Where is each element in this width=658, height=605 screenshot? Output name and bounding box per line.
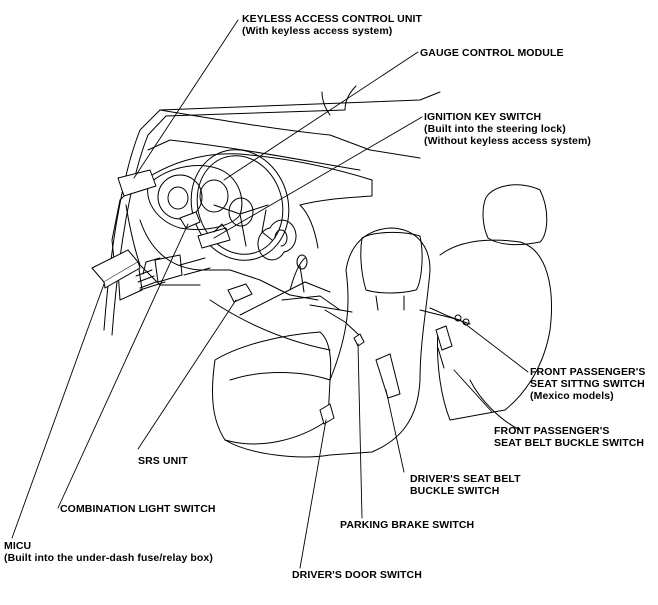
ignition-line3: (Without keyless access system)	[424, 135, 591, 147]
driver-buckle-shape	[375, 353, 401, 399]
passenger-buckle-shape	[435, 325, 453, 351]
label-passenger-seat-belt-buckle-switch: FRONT PASSENGER'S SEAT BELT BUCKLE SWITC…	[494, 425, 644, 449]
label-combination-light-switch: COMBINATION LIGHT SWITCH	[60, 503, 216, 515]
steering-wheel	[190, 149, 290, 261]
ignition-line2: (Built into the steering lock)	[424, 123, 566, 135]
driver-buckle-line1: DRIVER'S SEAT BELT	[410, 473, 521, 485]
passenger-sitting-line1: FRONT PASSENGER'S	[530, 366, 646, 378]
center-console-floor	[209, 254, 353, 351]
driver-buckle-line2: BUCKLE SWITCH	[410, 485, 500, 497]
keyless-line2: (With keyless access system)	[242, 25, 393, 37]
gauge-line1: GAUGE CONTROL MODULE	[420, 47, 564, 59]
combination-line1: COMBINATION LIGHT SWITCH	[60, 503, 216, 515]
keyless-line1: KEYLESS ACCESS CONTROL UNIT	[242, 13, 423, 25]
srs-line1: SRS UNIT	[138, 455, 188, 467]
passenger-buckle-line1: FRONT PASSENGER'S	[494, 425, 610, 437]
passenger-sitting-line3: (Mexico models)	[530, 390, 614, 402]
parking-switch-shape	[353, 333, 365, 347]
passenger-seat	[419, 184, 552, 431]
passenger-buckle-line2: SEAT BELT BUCKLE SWITCH	[494, 437, 645, 449]
passenger-sitting-line2: SEAT SITTNG SWITCH	[530, 378, 645, 390]
srs-unit-box	[227, 283, 253, 303]
driver-seat	[211, 227, 431, 458]
windshield-frame	[103, 85, 441, 336]
label-srs-unit: SRS UNIT	[138, 455, 188, 467]
label-gauge-control-module: GAUGE CONTROL MODULE	[420, 47, 564, 59]
label-parking-brake-switch: PARKING BRAKE SWITCH	[340, 519, 474, 531]
label-drivers-door-switch: DRIVER'S DOOR SWITCH	[292, 569, 422, 581]
micu-line2: (Built into the under-dash fuse/relay bo…	[4, 552, 213, 564]
parking-line1: PARKING BRAKE SWITCH	[340, 519, 475, 531]
label-keyless-access-control-unit: KEYLESS ACCESS CONTROL UNIT (With keyles…	[242, 13, 422, 37]
door-line1: DRIVER'S DOOR SWITCH	[292, 569, 422, 581]
label-ignition-key-switch: IGNITION KEY SWITCH (Built into the stee…	[424, 111, 591, 147]
micu-line1: MICU	[4, 540, 32, 552]
keyless-unit-shape	[117, 169, 157, 197]
label-micu: MICU (Built into the under-dash fuse/rel…	[4, 540, 213, 564]
door-switch-shape	[319, 403, 335, 425]
combination-switch-shape	[179, 211, 201, 229]
leader-lines	[11, 19, 529, 569]
ignition-line1: IGNITION KEY SWITCH	[424, 111, 542, 123]
label-passenger-seat-sitting-switch: FRONT PASSENGER'S SEAT SITTNG SWITCH (Me…	[530, 366, 645, 402]
label-driver-seat-belt-buckle-switch: DRIVER'S SEAT BELT BUCKLE SWITCH	[410, 473, 521, 497]
